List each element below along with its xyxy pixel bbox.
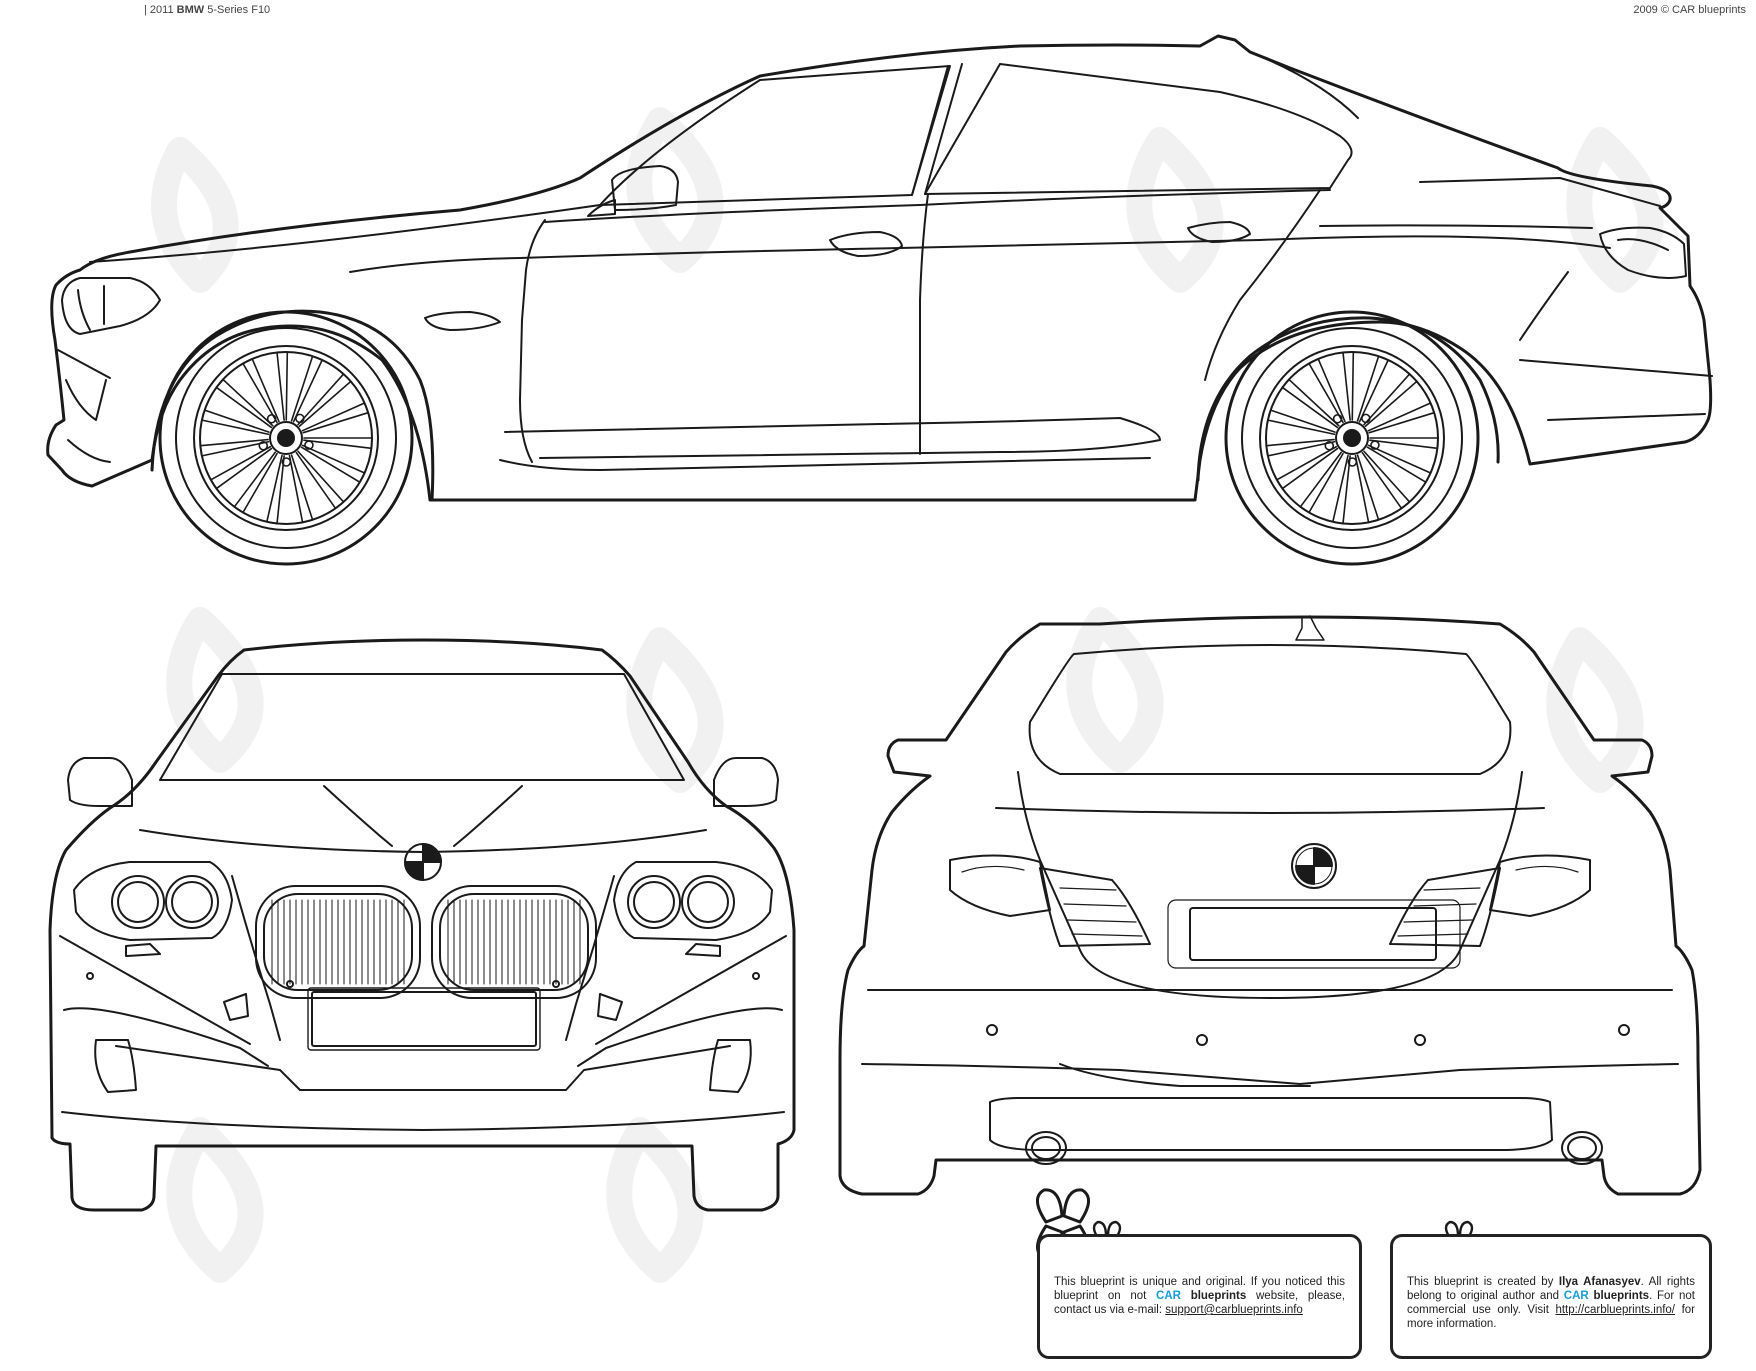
wheel-spoke — [297, 373, 352, 427]
grille-slats — [271, 899, 581, 985]
wheel-spoke — [1363, 373, 1418, 427]
lug-nut — [266, 413, 277, 424]
header-prefix: | 2011 — [144, 4, 174, 16]
header-model: 5-Series F10 — [207, 4, 271, 16]
wheel-spoke — [199, 438, 270, 457]
lug-nut — [1347, 457, 1358, 467]
wheel-spoke — [215, 378, 274, 429]
lug-nut — [281, 457, 292, 467]
rear-wheel — [1224, 310, 1480, 566]
lug-nut — [258, 440, 269, 451]
wheel-spoke — [303, 437, 373, 450]
support-email-link[interactable]: support@carblueprints.info — [1165, 1304, 1303, 1316]
wheel-spoke — [1281, 378, 1340, 429]
note-right-text-4: for more information. — [1407, 1304, 1695, 1330]
watermark-pattern — [151, 107, 1664, 1283]
wheel-spoke — [301, 402, 369, 434]
lug-nut — [295, 413, 305, 424]
wheel-spoke — [288, 454, 314, 524]
wheel-spoke — [1267, 409, 1336, 436]
website-link[interactable]: http://carblueprints.info/ — [1555, 1304, 1676, 1316]
wheel-spoke — [1356, 355, 1389, 423]
note-left-brand-car: CAR — [1156, 1290, 1181, 1302]
note-right-brand-blueprints: blueprints — [1593, 1290, 1650, 1302]
note-right-brand-car: CAR — [1563, 1290, 1589, 1302]
note-author-info: This blueprint is created by Ilya Afanas… — [1390, 1234, 1712, 1359]
wheel-spoke — [1369, 437, 1439, 450]
wheel-spoke — [1299, 451, 1344, 514]
rear-view — [838, 615, 1702, 1196]
note-unique-blueprint: This blueprint is unique and original. I… — [1037, 1234, 1362, 1359]
header-copyright: 2009 © CAR blueprints — [1633, 4, 1746, 16]
front-view — [48, 638, 796, 1212]
wheel-spoke — [1308, 358, 1346, 424]
lug-nut — [1324, 440, 1335, 451]
rear-wheel-spokes — [1265, 351, 1439, 525]
wheel-spoke — [1366, 444, 1432, 483]
front-wheel — [158, 310, 414, 566]
note-left-text-1: This blueprint is unique and original. I… — [1054, 1276, 1345, 1302]
wheel-spoke — [300, 444, 366, 483]
lug-nut — [304, 440, 314, 450]
note-right-text-2: . All rights belong to original author a… — [1407, 1276, 1695, 1302]
wheel-spoke — [1367, 402, 1435, 434]
front-wheel-spokes — [199, 351, 373, 525]
lug-nut — [1370, 440, 1380, 450]
wheel-spoke — [1342, 351, 1355, 421]
wheel-spoke — [1354, 454, 1380, 524]
lug-nut — [1332, 413, 1343, 424]
header-brand: BMW — [176, 4, 205, 16]
wheel-spoke — [276, 351, 289, 421]
wheel-spoke — [1265, 438, 1336, 457]
header-title: | 2011 BMW 5-Series F10 — [144, 4, 270, 16]
note-left-text-2: website, please, contact us via e-mail: — [1054, 1290, 1345, 1316]
wheel-spoke — [295, 450, 345, 510]
wheel-spoke — [1276, 445, 1339, 490]
lug-nut — [1361, 413, 1371, 424]
wheel-spoke — [233, 451, 278, 514]
note-right-text-3: . For not commercial use only. Visit — [1407, 1290, 1696, 1316]
note-left-brand-blueprints: blueprints — [1190, 1290, 1247, 1302]
wheel-spoke — [1332, 454, 1351, 525]
wheel-spoke — [210, 445, 273, 490]
wheel-spoke — [201, 409, 270, 436]
side-view — [46, 34, 1713, 502]
wheel-spoke — [242, 358, 280, 424]
wheel-spoke — [266, 454, 285, 525]
wheel-spoke — [1361, 450, 1411, 510]
note-right-author: Ilya Afanasyev — [1558, 1276, 1641, 1288]
wheel-spoke — [290, 355, 323, 423]
note-right-text-1: This blueprint is created by — [1407, 1276, 1554, 1288]
